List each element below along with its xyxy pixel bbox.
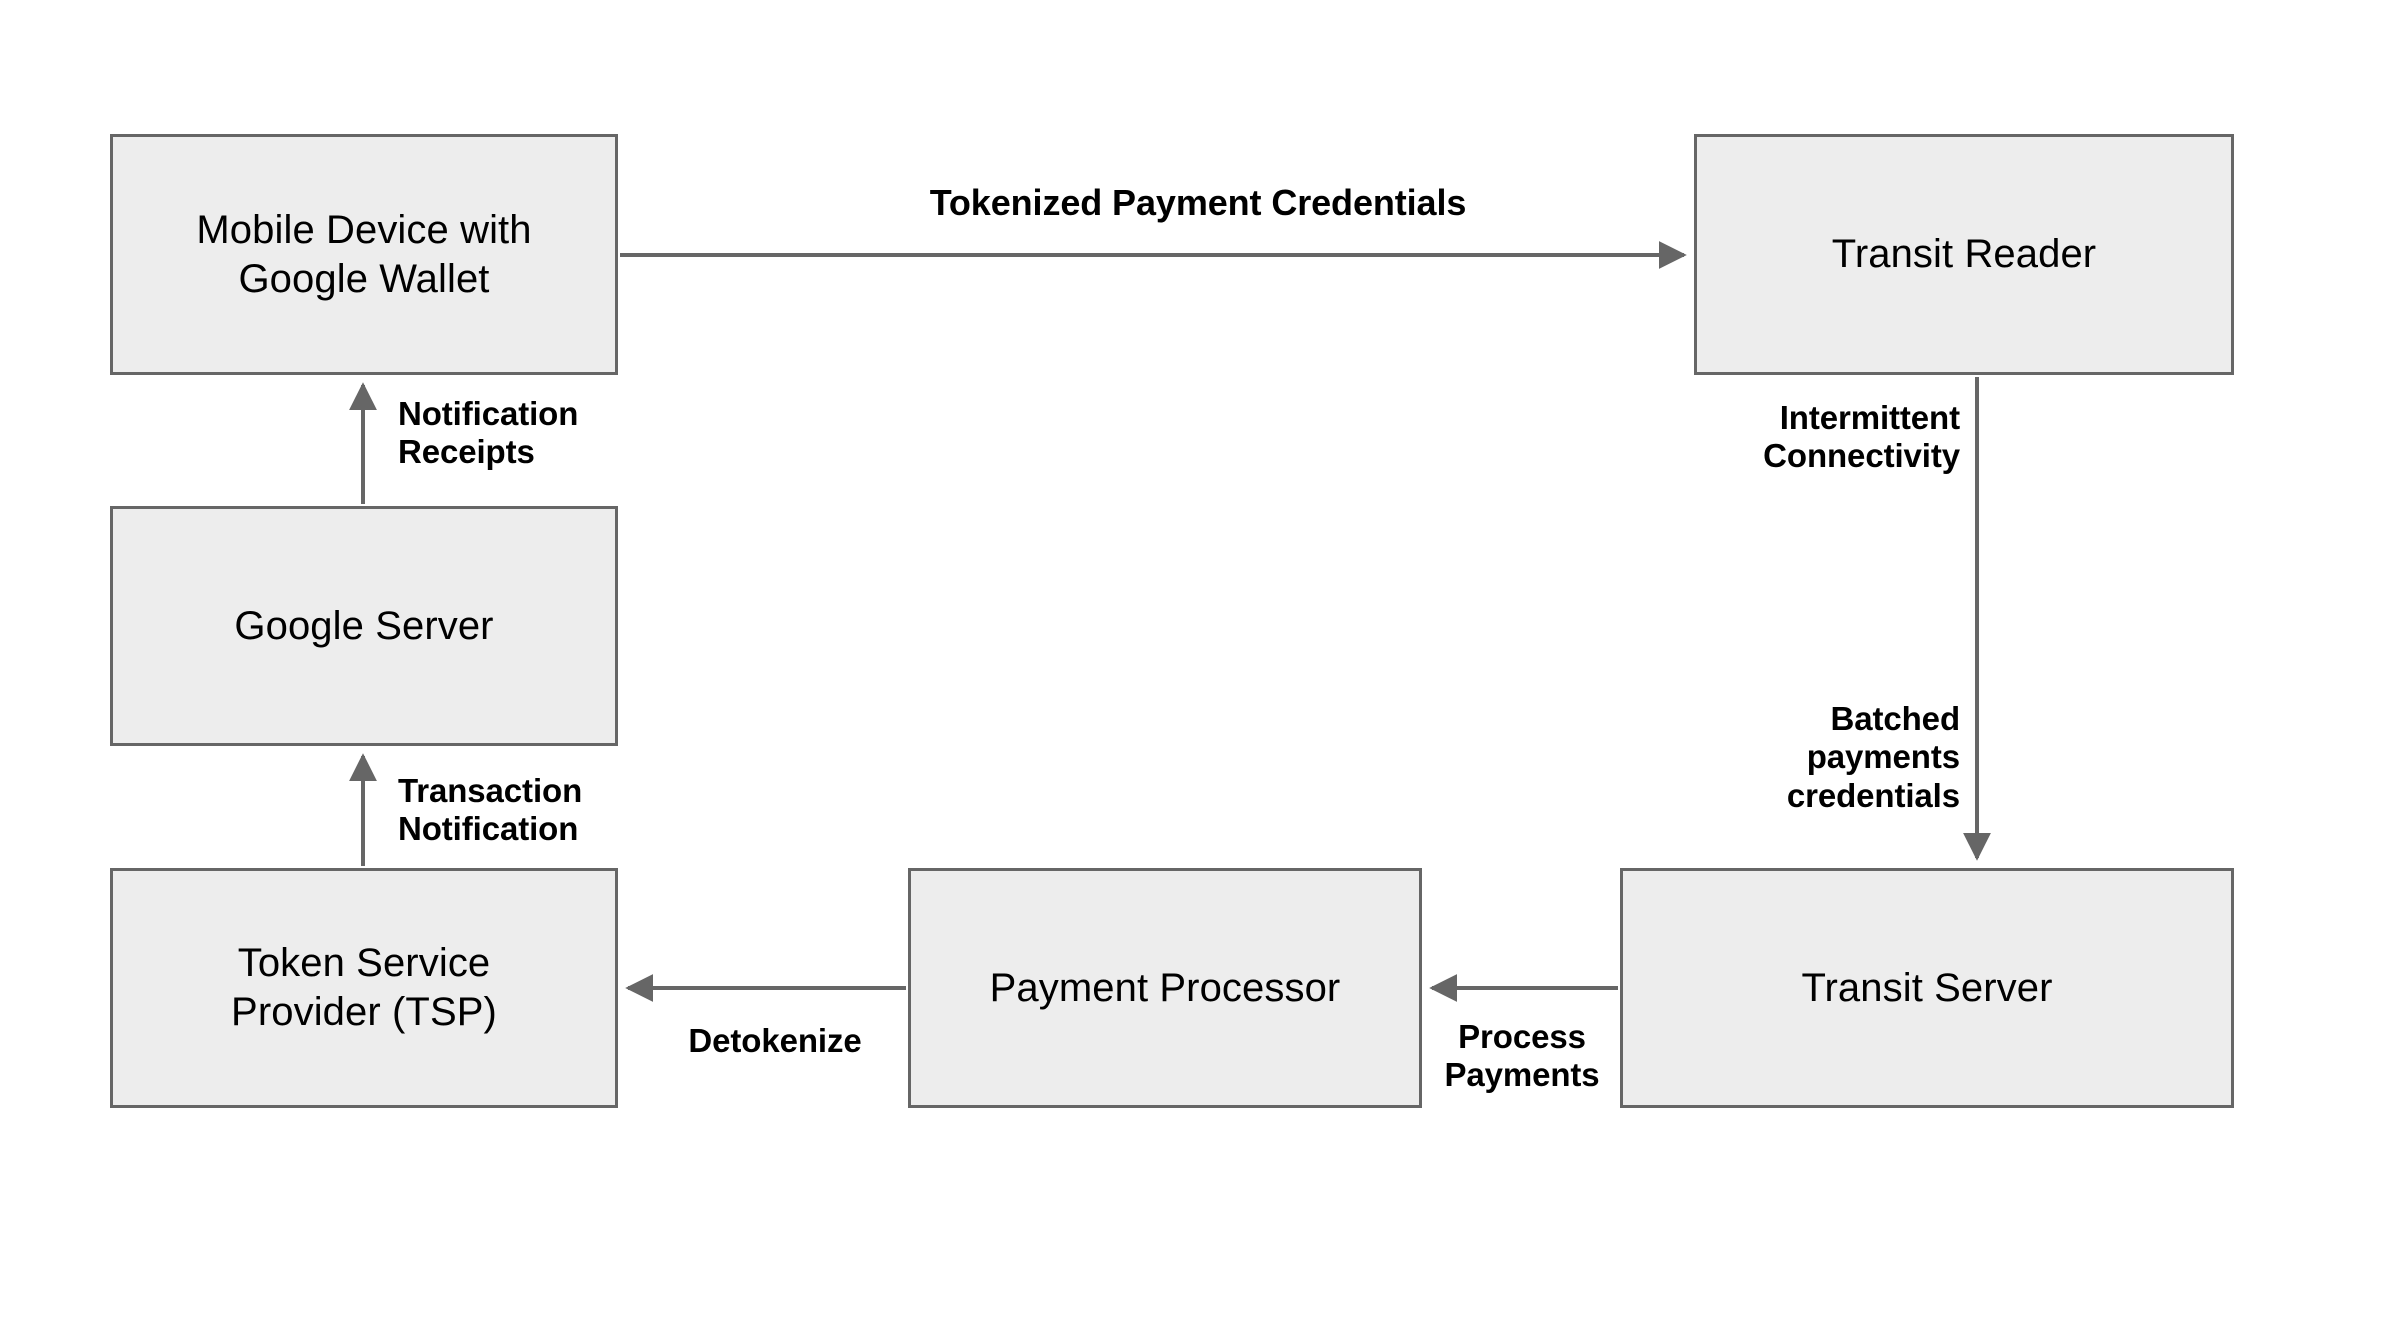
node-transit-reader[interactable]: Transit Reader xyxy=(1694,134,2234,375)
node-payment-processor-label: Payment Processor xyxy=(989,965,1341,1010)
edge-label-notification-receipts: Notification Receipts xyxy=(398,395,579,471)
node-token-service-provider[interactable]: Token Service Provider (TSP) xyxy=(110,868,618,1108)
node-transit-server-label: Transit Server xyxy=(1801,965,2053,1010)
edge-label-transaction-notification: Transaction Notification xyxy=(398,772,583,848)
node-google-server[interactable]: Google Server xyxy=(110,506,618,746)
edge-label-tokenized-payment-credentials: Tokenized Payment Credentials xyxy=(929,182,1467,223)
edge-label-intermittent-connectivity: Intermittent Connectivity xyxy=(1763,399,1960,475)
edge-label-detokenize: Detokenize xyxy=(688,1022,862,1059)
edge-label-process-payments: Process Payments xyxy=(1444,1018,1600,1094)
node-token-service-provider-label: Token Service Provider (TSP) xyxy=(231,941,497,1034)
node-mobile-device[interactable]: Mobile Device with Google Wallet xyxy=(110,134,618,375)
node-payment-processor[interactable]: Payment Processor xyxy=(908,868,1422,1108)
edge-label-batched-payments-credentials: Batched payments credentials xyxy=(1786,700,1960,814)
node-google-server-label: Google Server xyxy=(234,603,494,648)
node-mobile-device-label: Mobile Device with Google Wallet xyxy=(196,207,532,301)
node-transit-reader-label: Transit Reader xyxy=(1831,232,2097,277)
node-transit-server[interactable]: Transit Server xyxy=(1620,868,2234,1108)
